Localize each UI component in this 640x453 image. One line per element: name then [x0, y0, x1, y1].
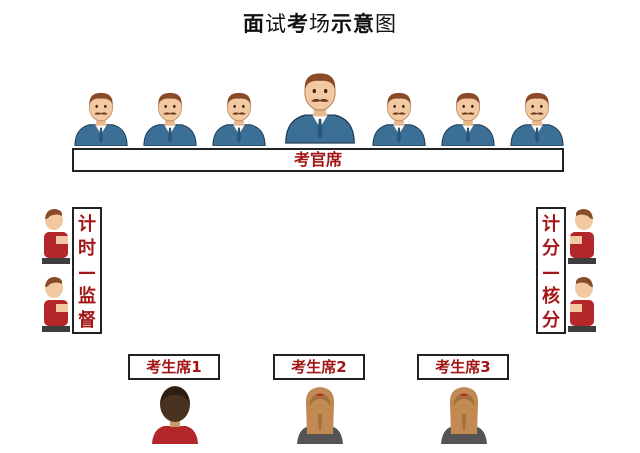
candidate-2-figure: [295, 384, 345, 444]
examiner-figure-3: [210, 88, 268, 146]
examiner-figure-2: [141, 88, 199, 146]
timing-supervision-station: 计 时 — 监 督: [72, 207, 102, 334]
examiner-figure-6: [508, 88, 566, 146]
candidate-3-figure: [439, 384, 489, 444]
candidate-seat-1-label: 考生席1: [128, 354, 220, 380]
candidate-seat-2-label: 考生席2: [273, 354, 365, 380]
title-part-2: 试: [265, 12, 287, 36]
title-part-5: 示意: [331, 12, 375, 36]
candidate-seat-3-label: 考生席3: [417, 354, 509, 380]
timekeeper-figure-2: [40, 274, 70, 334]
examiner-figure-chief: [282, 64, 358, 146]
title-part-4: 场: [309, 12, 331, 36]
station-char: 分: [542, 238, 560, 259]
station-char: —: [78, 262, 96, 283]
station-char: 计: [542, 214, 560, 235]
examiner-figure-1: [72, 88, 130, 146]
station-char: 计: [78, 214, 96, 235]
station-char: 核: [542, 286, 560, 307]
title-part-1: 面: [243, 12, 265, 36]
station-char: —: [542, 262, 560, 283]
examiner-figure-5: [439, 88, 497, 146]
timekeeper-figure-1: [40, 206, 70, 266]
title-part-3: 考: [287, 12, 309, 36]
title-part-6: 图: [375, 12, 397, 36]
scorer-figure-2: [568, 274, 598, 334]
station-char: 督: [78, 310, 96, 331]
candidate-1-figure: [150, 384, 200, 444]
station-char: 分: [542, 310, 560, 331]
scorer-figure-1: [568, 206, 598, 266]
examiner-figure-4: [370, 88, 428, 146]
station-char: 时: [78, 238, 96, 259]
scoring-review-station: 计 分 — 核 分: [536, 207, 566, 334]
examiner-table: 考官席: [72, 148, 564, 172]
station-char: 监: [78, 286, 96, 307]
page-title: 面试考场示意图: [0, 8, 640, 38]
